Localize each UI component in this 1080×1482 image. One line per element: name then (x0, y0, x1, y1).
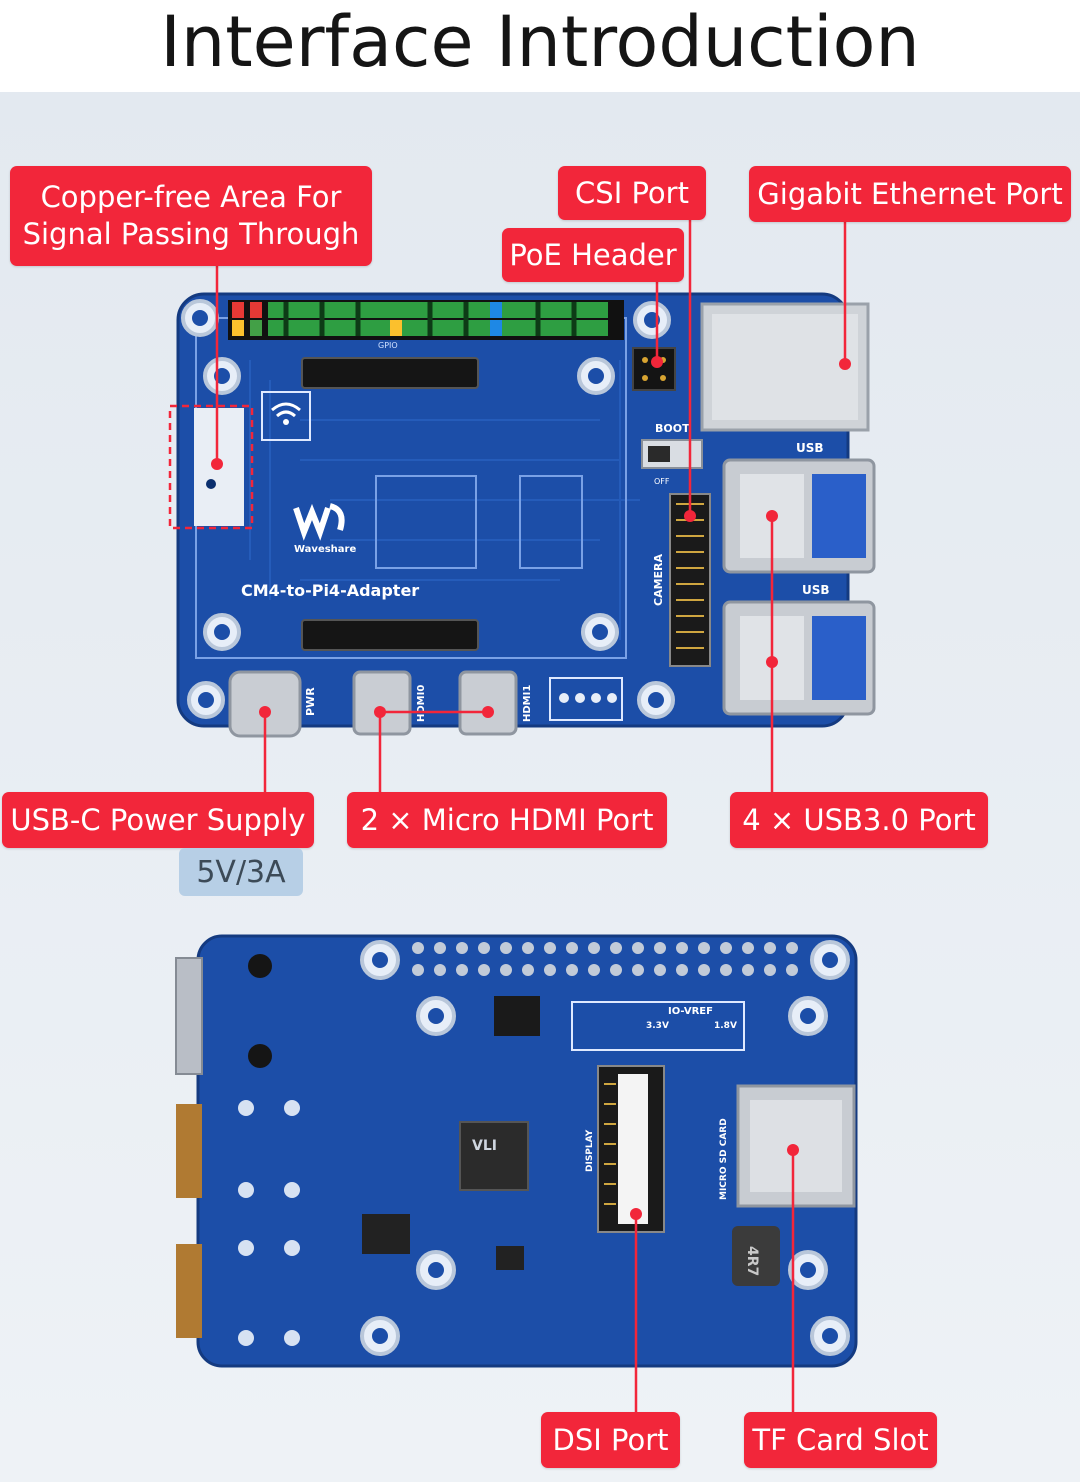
callout-usb-c-power: USB-C Power Supply (2, 792, 314, 848)
waveshare-logo-icon (293, 503, 345, 541)
csi-connector (669, 493, 711, 667)
poe-header (632, 347, 676, 391)
copper-free-outline (168, 404, 254, 530)
page-title: Interface Introduction (160, 1, 920, 83)
brand-label: Waveshare (294, 544, 356, 555)
hdmi0-label: HDMI0 (416, 685, 427, 722)
boot-off-label: OFF (654, 477, 670, 486)
hdmi1-label: HDMI1 (522, 685, 533, 722)
callout-usb3: 4 × USB3.0 Port (730, 792, 988, 848)
usb-label-1: USB (796, 441, 824, 455)
display-label: DISPLAY (585, 1129, 595, 1172)
callout-dsi-port: DSI Port (541, 1412, 680, 1468)
v33-label: 3.3V (646, 1021, 669, 1031)
leader-points (211, 356, 851, 1220)
bottom-board: VLI IO-VREF 3.3V 1.8V DISPLAY MICRO SD C… (175, 934, 858, 1368)
chip-label: VLI (472, 1138, 497, 1154)
wifi-icon (261, 391, 311, 441)
leader-lines (215, 220, 847, 1412)
badge-usb-c-spec: 5V/3A (179, 848, 303, 896)
gpio-header (228, 300, 624, 340)
top-board: GPIO Waveshare (168, 292, 876, 738)
title-bar (0, 0, 1080, 92)
callout-csi-port: CSI Port (558, 166, 706, 220)
pwr-label: PWR (304, 687, 317, 716)
callout-copper-free-line1: Copper-free Area For (40, 180, 342, 214)
boot-label: BOOT (655, 422, 690, 435)
usb-label-2: USB (802, 583, 830, 597)
hdmi0-port (352, 670, 412, 736)
inductor-label: 4R7 (744, 1246, 760, 1276)
usb-controller-chip (459, 1121, 529, 1191)
sd-label: MICRO SD CARD (719, 1118, 729, 1200)
callout-micro-hdmi: 2 × Micro HDMI Port (347, 792, 667, 848)
callout-tf-card: TF Card Slot (744, 1412, 937, 1468)
callout-gigabit-ethernet: Gigabit Ethernet Port (749, 166, 1071, 222)
v18-label: 1.8V (714, 1021, 737, 1031)
usb3-stack: USB USB (722, 441, 876, 716)
gpio-label: GPIO (378, 341, 398, 350)
callout-copper-free-area: Copper-free Area For Signal Passing Thro… (10, 166, 372, 266)
hdmi1-port (458, 670, 518, 736)
callout-copper-free-line2: Signal Passing Through (22, 217, 360, 251)
io-vref-label: IO-VREF (668, 1006, 713, 1017)
callout-poe-header: PoE Header (502, 228, 684, 282)
camera-label: CAMERA (652, 553, 665, 606)
board-name-label: CM4-to-Pi4-Adapter (241, 581, 419, 600)
